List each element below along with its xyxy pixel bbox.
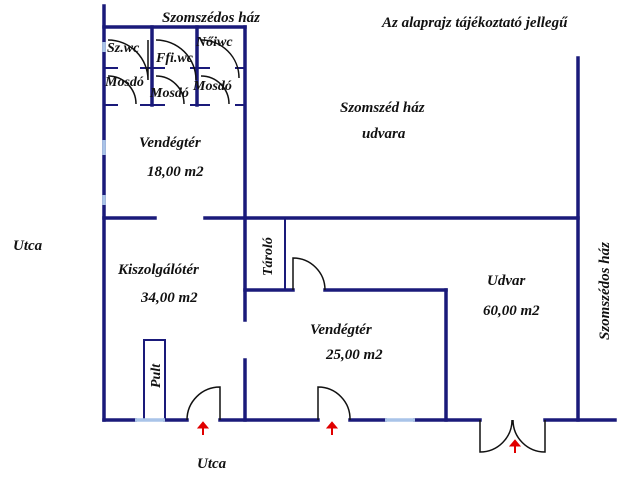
street-bottom-label: Utca <box>197 456 227 472</box>
mosdo-label: Mosdó <box>149 86 189 101</box>
pult-label: Pult <box>149 363 164 388</box>
kiszolgaloter-area: 34,00 m2 <box>140 290 198 306</box>
arrow-up-icon <box>196 421 210 435</box>
udvar-area: 60,00 m2 <box>483 303 540 319</box>
neighbor-right-label: Szomszédos ház <box>597 242 613 340</box>
vendegter-2-label: Vendégtér <box>310 322 372 338</box>
street-left-label: Utca <box>13 238 43 254</box>
vendegter-label: Vendégtér <box>139 135 201 151</box>
neighbor-top-label: Szomszédos ház <box>162 10 260 26</box>
neighbor-yard-label-2: udvara <box>362 126 406 142</box>
tarolo-label: Tároló <box>261 237 276 276</box>
neighbor-yard-label: Szomszéd ház <box>340 100 425 116</box>
labels: Az alaprajz tájékoztató jellegű Szomszéd… <box>13 10 613 472</box>
ffi-wc-label: Ffi.wc <box>155 51 194 66</box>
sz-wc-label: Sz.wc <box>107 41 140 56</box>
udvar-label: Udvar <box>487 273 525 289</box>
doors <box>107 39 546 453</box>
vendegter-2-area: 25,00 m2 <box>325 347 383 363</box>
kiszolgaloter-label: Kiszolgálótér <box>117 262 199 278</box>
noi-wc-label: Nőiwc <box>195 35 233 50</box>
walls <box>102 4 617 422</box>
mosdo-label: Mosdó <box>192 79 232 94</box>
disclaimer-note: Az alaprajz tájékoztató jellegű <box>381 15 568 31</box>
windows <box>102 42 415 422</box>
arrow-up-icon <box>508 439 522 453</box>
entrance-arrows <box>196 421 522 453</box>
arrow-up-icon <box>325 421 339 435</box>
mosdo-label: Mosdó <box>104 75 144 90</box>
vendegter-area: 18,00 m2 <box>147 164 204 180</box>
